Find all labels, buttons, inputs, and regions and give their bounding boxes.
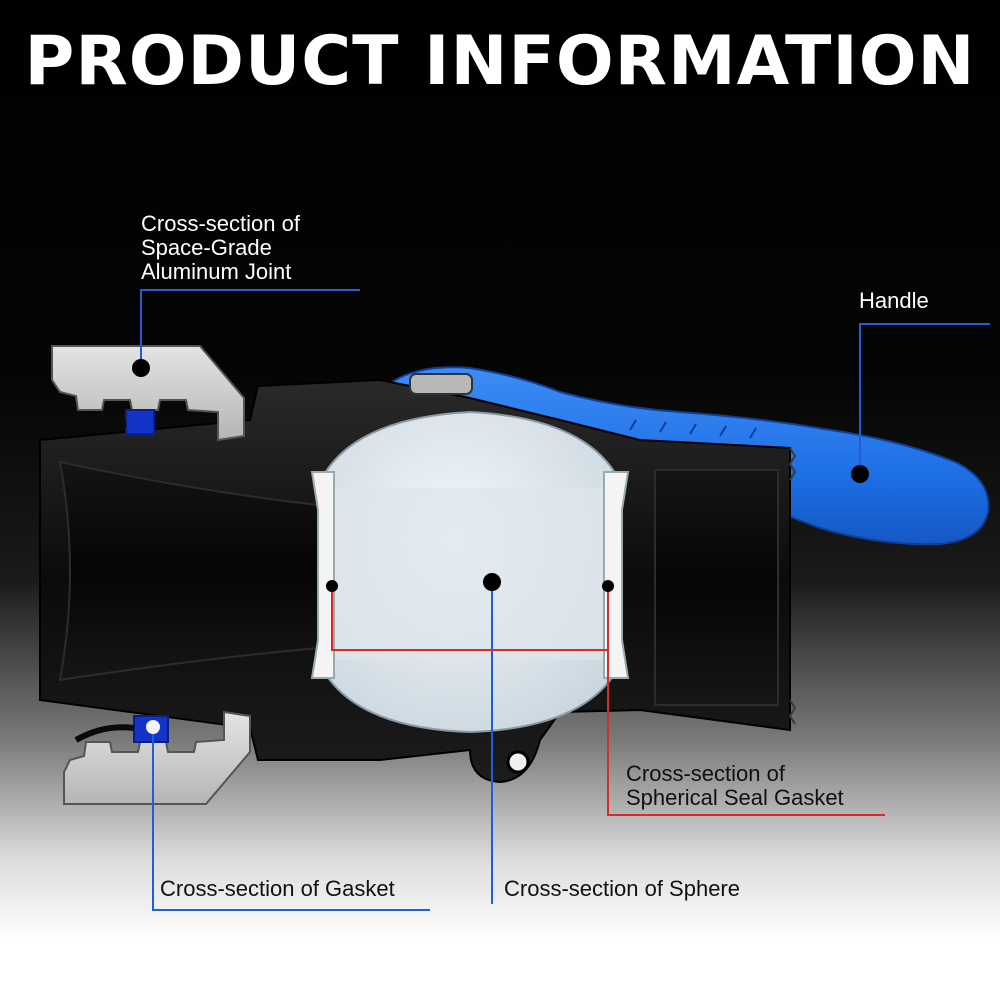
- inlet-bore: [58, 460, 319, 682]
- seal-gasket-right: [603, 471, 630, 679]
- leader-sphere: [483, 573, 501, 904]
- label-aluminum-joint-line-1: Cross-section of: [141, 211, 300, 236]
- mount-hole: [506, 750, 530, 774]
- label-seal-gasket-line-2: Spherical Seal Gasket: [626, 785, 844, 810]
- seal-gasket-left: [310, 471, 335, 679]
- label-aluminum-joint-line-3: Aluminum Joint: [141, 259, 292, 284]
- o-ring-bottom: [74, 724, 135, 743]
- outlet-bore: [654, 469, 779, 706]
- label-aluminum-joint: Cross-section of Space-Grade Aluminum Jo…: [141, 212, 300, 284]
- handle-grip-ridges: [629, 419, 757, 439]
- top-stem-pin: [409, 373, 473, 395]
- sphere-bore-shading: [330, 488, 610, 660]
- label-aluminum-joint-line-2: Space-Grade: [141, 235, 272, 260]
- label-gasket: Cross-section of Gasket: [160, 876, 395, 901]
- leader-joint: [132, 289, 360, 377]
- leader-gasket: [146, 720, 430, 911]
- label-sphere: Cross-section of Sphere: [504, 876, 740, 901]
- page-title: PRODUCT INFORMATION: [24, 22, 976, 101]
- gasket-top: [125, 409, 155, 435]
- aluminum-joint-top: [51, 345, 245, 442]
- leader-seal-gasket: [326, 580, 885, 816]
- o-ring-top: [68, 409, 127, 428]
- label-spherical-seal-gasket: Cross-section of Spherical Seal Gasket: [626, 762, 844, 810]
- leader-handle: [851, 323, 990, 483]
- label-handle: Handle: [859, 288, 929, 313]
- outlet-thread: [788, 447, 797, 725]
- label-seal-gasket-line-1: Cross-section of: [626, 761, 785, 786]
